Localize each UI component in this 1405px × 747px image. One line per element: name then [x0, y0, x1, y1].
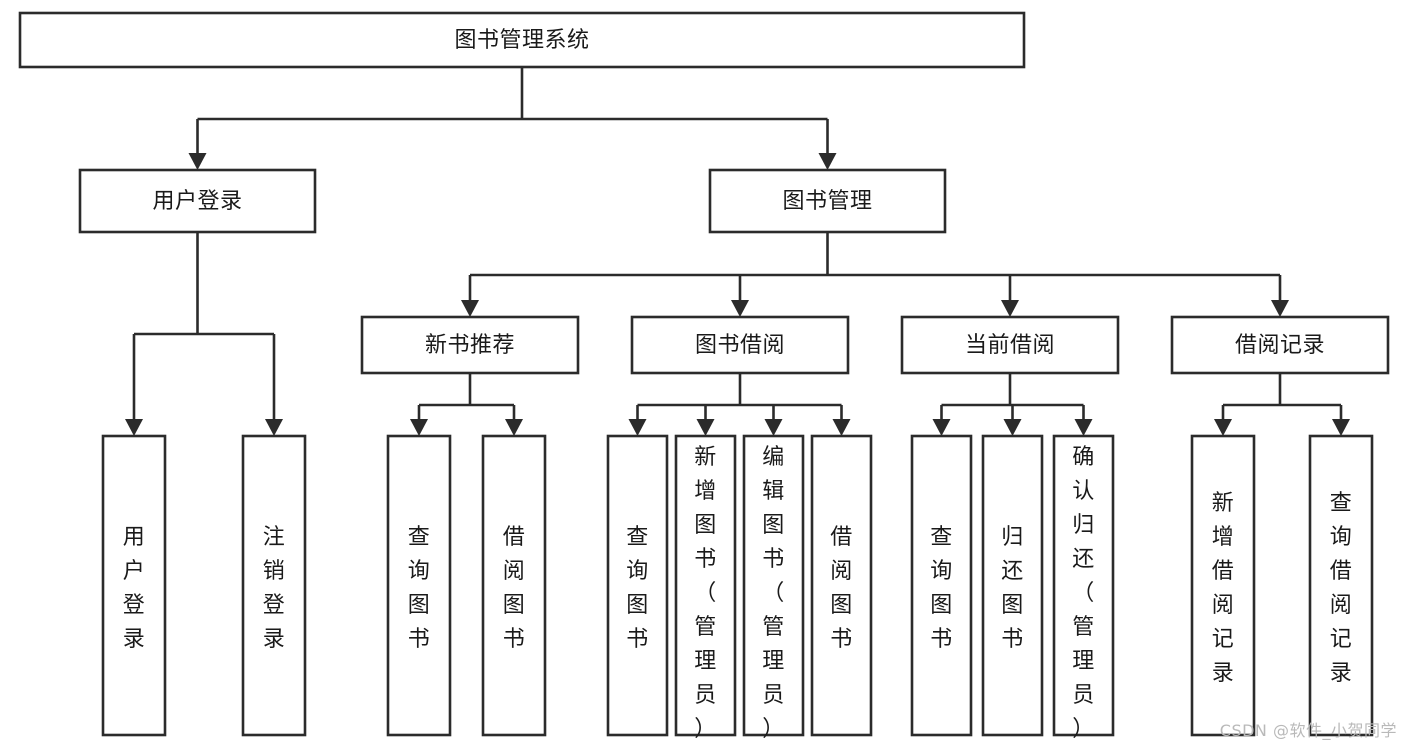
node-box [386, 434, 452, 737]
node-n-current-borrow[interactable]: 当前借阅 [900, 315, 1120, 375]
node-label: 借阅图书 [830, 525, 853, 652]
node-label: 新增借阅记录 [1212, 491, 1235, 686]
node-label: 查询图书 [408, 525, 431, 652]
arrow-head-icon [832, 419, 851, 436]
node-label: 当前借阅 [965, 333, 1055, 358]
node-box [708, 168, 947, 234]
arrow-head-icon [1332, 419, 1350, 436]
node-box [810, 434, 873, 737]
node-label: 归还图书 [1001, 525, 1024, 652]
node-l-cur-query-book[interactable]: 查询图书 [910, 434, 973, 737]
node-box [101, 434, 167, 737]
arrow-head-icon [1001, 300, 1019, 317]
arrow-head-icon [696, 419, 715, 436]
edge-group-root [188, 67, 837, 170]
arrow-head-icon [505, 419, 523, 436]
node-box [18, 11, 1026, 69]
node-label: 用户登录 [123, 525, 146, 652]
node-label: 确认归还（管理员） [1072, 445, 1095, 742]
arrow-head-icon [188, 153, 207, 170]
edges-layer [125, 67, 1350, 436]
node-label: 图书借阅 [695, 333, 785, 358]
node-l-rec-query-record[interactable]: 查询借阅记录 [1308, 434, 1374, 737]
node-label: 新增图书（管理员） [694, 445, 717, 742]
edge-group-n-borrow-record [1214, 373, 1350, 436]
node-box [900, 315, 1120, 375]
node-l-user-login[interactable]: 用户登录 [101, 434, 167, 737]
node-label: 图书管理系统 [454, 28, 589, 53]
arrow-head-icon [628, 419, 647, 436]
node-label: 编辑图书（管理员） [762, 445, 785, 742]
edge-group-n-user-login [125, 232, 283, 436]
arrow-head-icon [1003, 419, 1022, 436]
node-box [742, 434, 805, 737]
node-label: 查询图书 [626, 525, 649, 652]
node-label: 注销登录 [263, 525, 286, 652]
node-label: 借阅图书 [503, 525, 526, 652]
node-n-borrow-record[interactable]: 借阅记录 [1170, 315, 1390, 375]
node-label: 查询借阅记录 [1330, 491, 1353, 686]
node-l-brw-query-book[interactable]: 查询图书 [606, 434, 669, 737]
node-l-logout[interactable]: 注销登录 [241, 434, 307, 737]
node-l-rec-query-book[interactable]: 查询图书 [386, 434, 452, 737]
arrow-head-icon [265, 419, 283, 436]
edge-group-n-book-manage [461, 232, 1289, 317]
node-label: 用户登录 [152, 189, 242, 214]
node-box [1170, 315, 1390, 375]
node-box [981, 434, 1044, 737]
node-n-book-borrow[interactable]: 图书借阅 [630, 315, 850, 375]
node-box [1190, 434, 1256, 737]
arrow-head-icon [461, 300, 479, 317]
arrow-head-icon [818, 153, 837, 170]
node-label: 借阅记录 [1235, 333, 1325, 358]
node-l-brw-borrow-book[interactable]: 借阅图书 [810, 434, 873, 737]
node-label: 新书推荐 [425, 333, 515, 358]
node-box [910, 434, 973, 737]
arrow-head-icon [410, 419, 428, 436]
node-box [630, 315, 850, 375]
node-l-brw-edit-book[interactable]: 编辑图书（管理员） [742, 434, 805, 742]
node-box [1308, 434, 1374, 737]
edge-group-n-new-book-rec [410, 373, 523, 436]
arrow-head-icon [1074, 419, 1093, 436]
node-root[interactable]: 图书管理系统 [18, 11, 1026, 69]
edge-group-n-current-borrow [932, 373, 1093, 436]
edge-group-n-book-borrow [628, 373, 851, 436]
node-box [1052, 434, 1115, 737]
nodes-layer: 图书管理系统用户登录图书管理新书推荐图书借阅当前借阅借阅记录用户登录注销登录查询… [18, 11, 1390, 742]
node-l-cur-confirm-ret[interactable]: 确认归还（管理员） [1052, 434, 1115, 742]
node-n-new-book-rec[interactable]: 新书推荐 [360, 315, 580, 375]
node-label: 图书管理 [782, 189, 872, 214]
node-label: 查询图书 [930, 525, 953, 652]
node-box [360, 315, 580, 375]
node-box [674, 434, 737, 737]
node-box [481, 434, 547, 737]
node-l-brw-add-book[interactable]: 新增图书（管理员） [674, 434, 737, 742]
arrow-head-icon [125, 419, 143, 436]
node-box [606, 434, 669, 737]
node-l-rec-add-record[interactable]: 新增借阅记录 [1190, 434, 1256, 737]
node-l-rec-borrow-book[interactable]: 借阅图书 [481, 434, 547, 737]
arrow-head-icon [932, 419, 951, 436]
arrow-head-icon [1214, 419, 1232, 436]
node-n-user-login[interactable]: 用户登录 [78, 168, 317, 234]
node-l-cur-return-book[interactable]: 归还图书 [981, 434, 1044, 737]
node-box [241, 434, 307, 737]
arrow-head-icon [1271, 300, 1289, 317]
node-box [78, 168, 317, 234]
arrow-head-icon [764, 419, 783, 436]
node-n-book-manage[interactable]: 图书管理 [708, 168, 947, 234]
arrow-head-icon [731, 300, 749, 317]
